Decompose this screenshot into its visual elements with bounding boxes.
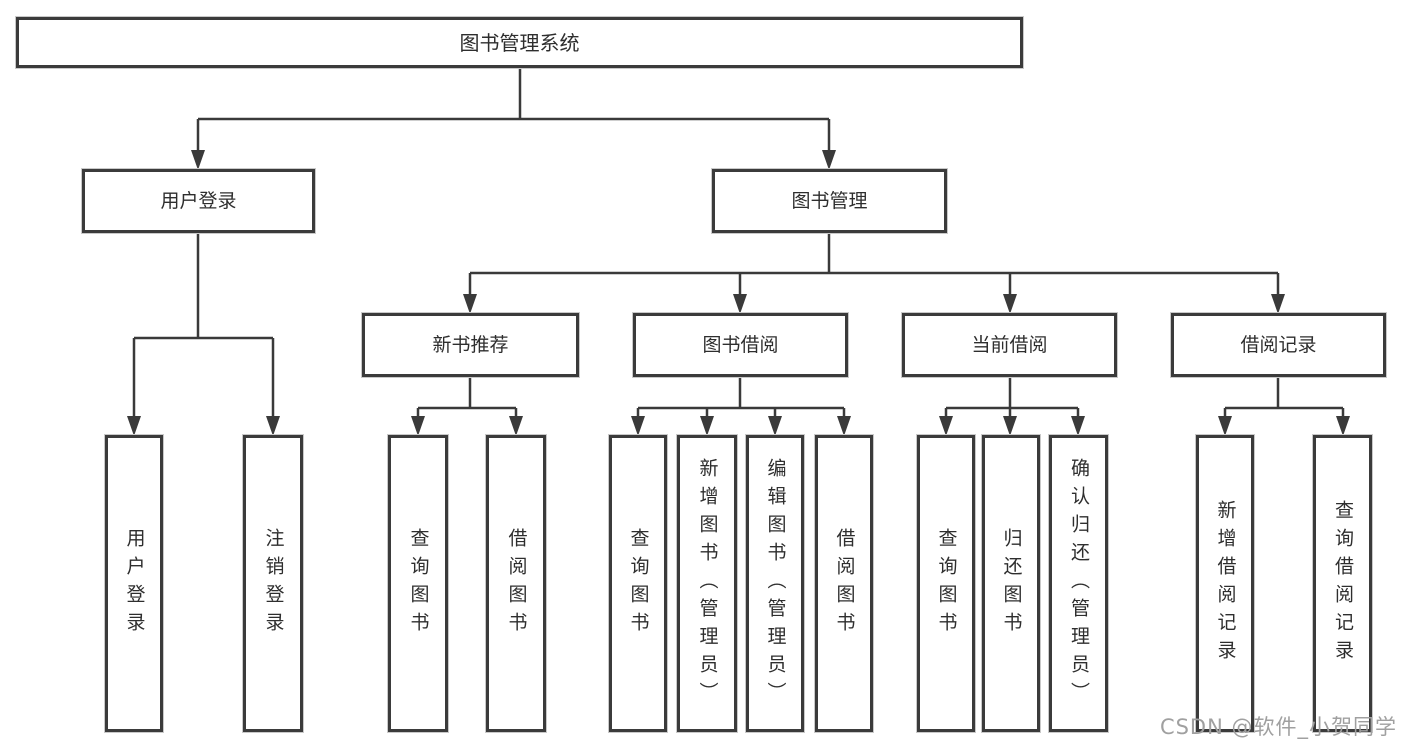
- leaf-records-add-record: 新增借阅记录: [1196, 435, 1254, 732]
- leaf-user-login: 用户登录: [105, 435, 163, 732]
- leaf-label: 查询借阅记录: [1332, 499, 1354, 668]
- leaf-label: 新增借阅记录: [1214, 499, 1237, 668]
- leaf-borrow-borrow-books: 借阅图书: [815, 435, 873, 732]
- leaf-current-confirm-return-admin: 确认归还（管理员）: [1049, 435, 1108, 732]
- leaf-recommend-borrow-books: 借阅图书: [486, 435, 546, 732]
- leaf-label: 新增图书（管理员）: [696, 457, 719, 710]
- node-borrowing-records: 借阅记录: [1171, 313, 1386, 377]
- node-book-borrowing: 图书借阅: [633, 313, 848, 377]
- node-label: 用户登录: [160, 189, 237, 212]
- node-library-system: 图书管理系统: [16, 17, 1023, 68]
- leaf-records-query-record: 查询借阅记录: [1313, 435, 1372, 732]
- leaf-current-return-books: 归还图书: [982, 435, 1040, 732]
- leaf-label: 用户登录: [123, 527, 146, 640]
- watermark-text: CSDN @软件_小贺同学: [1159, 715, 1397, 739]
- leaf-label: 借阅图书: [505, 527, 528, 640]
- leaf-logout-login: 注销登录: [243, 435, 303, 732]
- node-label: 借阅记录: [1240, 333, 1317, 356]
- leaf-label: 查询图书: [935, 527, 958, 640]
- node-new-book-recommend: 新书推荐: [362, 313, 579, 377]
- node-label: 图书管理: [791, 189, 868, 212]
- node-label: 图书管理系统: [459, 30, 580, 55]
- leaf-borrow-add-books-admin: 新增图书（管理员）: [677, 435, 737, 732]
- leaf-label: 确认归还（管理员）: [1068, 457, 1090, 710]
- arrowhead-icons: [127, 150, 1350, 436]
- node-current-borrowing: 当前借阅: [902, 313, 1117, 377]
- leaf-label: 注销登录: [262, 527, 285, 640]
- leaf-label: 查询图书: [627, 527, 650, 640]
- leaf-borrow-query-books: 查询图书: [609, 435, 667, 732]
- connector-path: [132, 66, 1345, 418]
- node-label: 当前借阅: [971, 333, 1048, 356]
- leaf-borrow-edit-books-admin: 编辑图书（管理员）: [746, 435, 804, 732]
- leaf-label: 查询图书: [407, 527, 430, 640]
- leaf-label: 编辑图书（管理员）: [764, 457, 787, 710]
- leaf-current-query-books: 查询图书: [917, 435, 975, 732]
- node-label: 图书借阅: [702, 333, 779, 356]
- node-book-management: 图书管理: [712, 169, 947, 233]
- leaf-recommend-query-books: 查询图书: [388, 435, 448, 732]
- leaf-label: 归还图书: [1000, 527, 1023, 640]
- node-label: 新书推荐: [432, 333, 509, 356]
- leaf-label: 借阅图书: [833, 527, 856, 640]
- node-user-login: 用户登录: [82, 169, 315, 233]
